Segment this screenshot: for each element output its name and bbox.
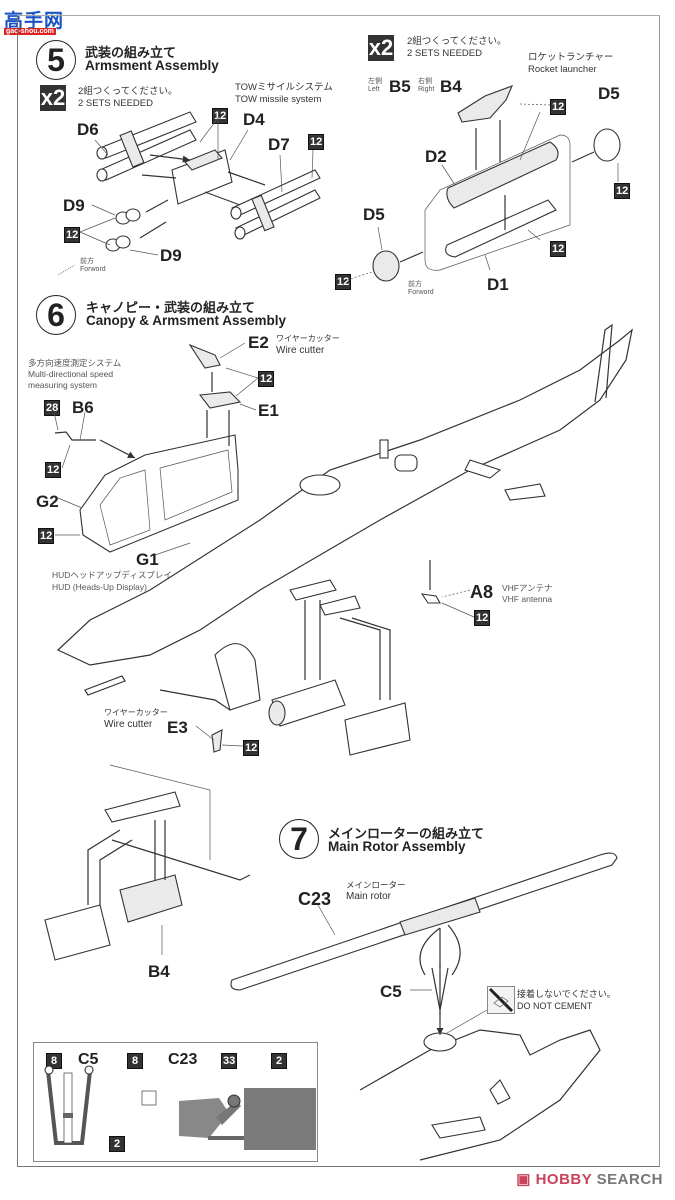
paint-code: 28: [44, 400, 61, 416]
part-label-d5: D5: [363, 205, 385, 224]
paint-code: 8: [127, 1053, 143, 1069]
paint-code: 12: [474, 610, 491, 626]
part-label-d4: D4: [243, 110, 265, 129]
step-7-number: 7: [279, 819, 319, 859]
sets-note: 2組つくってください。 2 SETS NEEDED: [407, 36, 507, 59]
rocket-launcher-label: ロケットランチャー Rocket launcher: [528, 52, 614, 75]
paint-code: 8: [46, 1053, 62, 1069]
do-not-cement-icon: [487, 986, 515, 1014]
part-label-g1: G1: [136, 550, 159, 569]
part-label-b4: B4: [148, 962, 170, 981]
hud-label: HUDヘッドアップディスプレイ HUD (Heads-Up Display): [52, 570, 172, 592]
step-5-number: 5: [36, 40, 76, 80]
part-label-e3: E3: [167, 718, 188, 737]
tow-missile-drawing: [57, 111, 321, 276]
hobby-search-logo-icon: ▣: [516, 1171, 536, 1188]
part-label-d6: D6: [77, 120, 99, 139]
part-label-c23: C23: [298, 889, 332, 909]
paint-detail-box: 8 C5 8 C23 33 2 2: [33, 1042, 318, 1162]
part-label-b5: B5: [389, 77, 411, 96]
paint-code: 12: [308, 134, 325, 150]
right-side-label: 右側 Right: [418, 78, 435, 93]
d7-tube-pair: [230, 169, 321, 240]
helicopter-canopy-drawing: [44, 323, 633, 961]
paint-code: 2: [271, 1053, 287, 1069]
rotor-hub-detail-drawing: [44, 1065, 316, 1150]
site-url: gao-shou.com: [4, 28, 56, 35]
part-label-c5: C5: [380, 982, 402, 1001]
d4-bracket: [171, 149, 233, 205]
part-label-a8: A8: [470, 582, 494, 602]
paint-code: 12: [550, 241, 567, 257]
part-label-d5: D5: [598, 84, 620, 103]
main-rotor-label: メインローター Main rotor: [346, 880, 406, 902]
instruction-page-frame: [17, 15, 660, 1167]
forward-direction-label: 前方 Forword: [80, 258, 106, 273]
step-6-number: 6: [36, 295, 76, 335]
vhf-antenna-label: VHFアンテナ VHF antenna: [502, 583, 553, 604]
part-label-d2: D2: [425, 147, 447, 166]
step-7-title-jp: メインローターの組み立て: [328, 826, 485, 841]
paint-code: 12: [45, 462, 62, 478]
part-label-d9: D9: [63, 196, 85, 215]
tow-system-label: TOWミサイルシステム TOW missile system: [235, 82, 333, 105]
paint-code: 12: [38, 528, 55, 544]
part-label-d1: D1: [487, 275, 509, 294]
left-side-label: 左側 Left: [368, 78, 382, 93]
paint-code: 12: [550, 99, 567, 115]
d6-tube-pair: [96, 111, 197, 182]
paint-code: 12: [335, 274, 352, 290]
paint-code: 33: [221, 1053, 238, 1069]
step-5-title-jp: 武装の組み立て: [85, 45, 177, 60]
do-not-cement-warning: 接着しないでください。 DO NOT CEMENT: [517, 989, 616, 1011]
step-5-title-en: Armsment Assembly: [85, 58, 219, 73]
sets-note: 2組つくってください。 2 SETS NEEDED: [78, 86, 178, 109]
canopy-g2: [79, 434, 239, 553]
part-label-e1: E1: [258, 401, 279, 420]
multiplier-badge: x2: [368, 35, 394, 61]
speed-system-label: 多方向速度測定システム Multi-directional speed meas…: [28, 358, 122, 390]
paint-code: 2: [109, 1136, 125, 1152]
part-label-c5: C5: [78, 1051, 99, 1068]
wire-cutter-label: ワイヤーカッター Wire cutter: [276, 334, 340, 356]
wire-cutter-label: ワイヤーカッター Wire cutter: [104, 708, 168, 730]
rocket-launcher-drawing: [346, 85, 621, 282]
paint-code: 12: [243, 740, 260, 756]
step-6-title-en: Canopy & Armsment Assembly: [86, 313, 287, 328]
forward-direction-label: 前方 Forword: [408, 281, 434, 296]
hobby-search-watermark: ▣ HOBBY SEARCH: [516, 1171, 663, 1188]
paint-code: 12: [258, 371, 275, 387]
part-label-d7: D7: [268, 135, 290, 154]
part-label-e2: E2: [248, 333, 269, 352]
part-label-c23: C23: [168, 1051, 198, 1068]
step-7-title-en: Main Rotor Assembly: [328, 839, 466, 854]
part-label-d9: D9: [160, 246, 182, 265]
paint-code: 12: [64, 227, 81, 243]
multiplier-badge: x2: [40, 85, 66, 111]
part-label-b6: B6: [72, 398, 94, 417]
part-label-b4: B4: [440, 77, 462, 96]
d9-part: [105, 208, 141, 252]
part-label-g2: G2: [36, 492, 59, 511]
paint-code: 12: [614, 183, 631, 199]
step-6-title-jp: キャノピー・武装の組み立て: [86, 300, 256, 315]
